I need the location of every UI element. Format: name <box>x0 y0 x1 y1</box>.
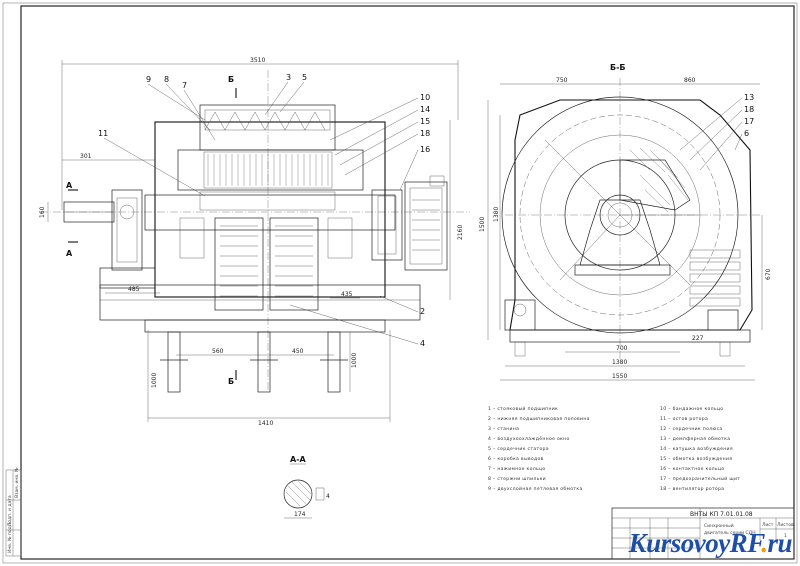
section-b-bottom: Б <box>228 377 234 386</box>
legend-left-8: 8 – стержни шпильки <box>488 476 546 482</box>
side-dim-860: 860 <box>684 77 696 84</box>
side-dim-1550: 1550 <box>612 373 627 380</box>
callout-3: 3 <box>286 73 291 82</box>
dim-overall: 3510 <box>250 57 265 64</box>
legend-right-15: 15 – обмотка возбуждения <box>660 456 732 462</box>
side-dim-1380: 1380 <box>493 207 500 222</box>
callout-14: 14 <box>420 105 430 114</box>
legend-left-2: 2 – нижняя подшипниковая половина <box>488 416 590 422</box>
legend-left-3: 3 – станина <box>488 426 519 432</box>
callout-15: 15 <box>420 117 430 126</box>
legend-right-16: 16 – контактное кольцо <box>660 466 724 472</box>
section-b-top: Б <box>228 75 234 84</box>
legend-left-1: 1 – стояковый подшипник <box>488 405 558 412</box>
title-sheets-label: Листов <box>777 522 794 528</box>
legend-right-18: 18 – вентилятор ротора <box>660 486 724 492</box>
legend-right-11: 11 – остов ротора <box>660 416 708 422</box>
side-callout-17: 17 <box>744 117 754 126</box>
brand-name: KursovoyRF <box>628 527 762 558</box>
callout-4: 4 <box>420 339 425 348</box>
side-dim-670: 670 <box>765 268 772 280</box>
stamp-inv: Инв. № подл. <box>7 522 13 553</box>
legend-right-13: 13 – демпферная обмотка <box>660 436 730 442</box>
detail-dim-174: 174 <box>294 511 306 518</box>
legend-left-9: 9 – двухслойная петлевая обмотка <box>488 485 583 492</box>
legend-right-10: 10 – бандажное кольцо <box>660 406 723 412</box>
title-sheet-label: Лист <box>762 522 774 528</box>
side-title: Б-Б <box>610 63 626 72</box>
callout-10: 10 <box>420 93 430 102</box>
side-callout-13: 13 <box>744 93 754 102</box>
callout-11: 11 <box>98 129 108 138</box>
callout-18: 18 <box>420 129 430 138</box>
dim-435: 435 <box>341 291 353 298</box>
callout-7: 7 <box>182 81 187 90</box>
legend-right-12: 12 – сердечник полюса <box>660 426 723 432</box>
stamp-sign: Подп. и дата <box>7 495 13 526</box>
legend: 1 – стояковый подшипник 2 – нижняя подши… <box>488 405 740 492</box>
sheet-frame <box>20 5 795 560</box>
dim-160: 160 <box>39 206 46 218</box>
side-dim-1380b: 1380 <box>612 359 627 366</box>
dim-1000-left: 1000 <box>151 373 158 388</box>
detail-view: А-А 174 4 <box>283 455 330 519</box>
detail-title: А-А <box>290 455 307 464</box>
vent-grilles <box>179 217 353 311</box>
dim-485: 485 <box>128 286 140 293</box>
dim-2160: 2160 <box>457 225 464 240</box>
legend-left-7: 7 – нажимное кольцо <box>488 466 546 472</box>
callout-5: 5 <box>302 73 307 82</box>
dim-301: 301 <box>80 153 92 160</box>
dim-1000: 1000 <box>351 353 358 368</box>
side-dim-750: 750 <box>556 77 568 84</box>
section-a-bottom: А <box>66 249 73 258</box>
title-name-1: Синхронный <box>704 522 734 529</box>
callout-8: 8 <box>164 75 169 84</box>
side-callout-18: 18 <box>744 105 754 114</box>
section-a-top: А <box>66 181 73 190</box>
dim-1410: 1410 <box>258 420 273 427</box>
side-dim-1500: 1500 <box>479 217 486 232</box>
legend-left-6: 6 – коробка выводов <box>488 456 544 462</box>
title-name-2: двигатель серии СДН <box>704 530 756 536</box>
legend-right-17: 17 – предохранительный щит <box>660 475 740 482</box>
callout-16: 16 <box>420 145 430 154</box>
title-block: ВНТЫ КП 7.01.01.08 Синхронный двигатель … <box>611 507 795 560</box>
detail-dim-4: 4 <box>326 493 330 500</box>
legend-right-14: 14 – катушка возбуждения <box>660 446 733 452</box>
stamp-repl: Взам. инв. № <box>14 467 20 498</box>
side-stamp: Инв. № подл. Подп. и дата Взам. инв. № <box>5 467 22 557</box>
callout-9: 9 <box>146 75 151 84</box>
callout-2: 2 <box>420 307 425 316</box>
brand-dot: . <box>761 527 768 558</box>
legend-left-5: 5 – сердечник статора <box>488 446 549 452</box>
side-dim-700: 700 <box>616 345 628 352</box>
legend-left-4: 4 – воздухоохлаждённое окно <box>488 436 570 442</box>
dim-560: 560 <box>212 348 224 355</box>
side-callout-6: 6 <box>744 129 749 138</box>
title-sheets-value: 1 <box>784 533 787 539</box>
side-dim-227: 227 <box>692 335 704 342</box>
foundation-bolts <box>160 331 348 393</box>
brand-tld: ru <box>767 527 792 558</box>
brand-watermark[interactable]: KursovoyRF.ru <box>592 526 793 560</box>
dim-450: 450 <box>292 348 304 355</box>
side-view: Б-Б 750 860 <box>479 63 772 381</box>
title-code: ВНТЫ КП 7.01.01.08 <box>690 511 753 518</box>
main-view: 3 5 10 <box>39 57 470 427</box>
